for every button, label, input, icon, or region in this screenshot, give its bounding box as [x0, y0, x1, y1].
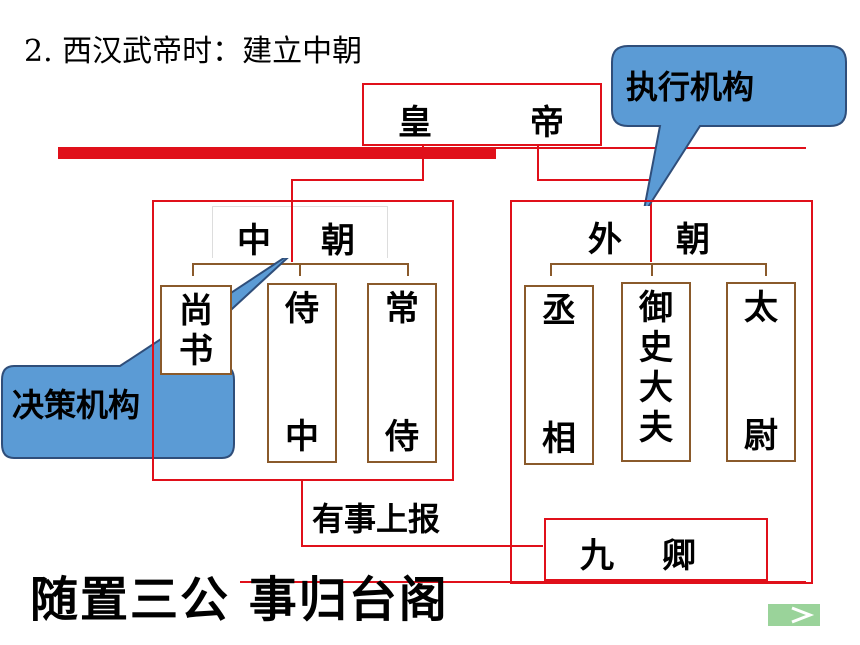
official-yushidafu-char-2: 史: [639, 328, 673, 368]
official-changshi-char-2: 侍: [385, 417, 419, 457]
top-red-bar: [58, 147, 496, 159]
slogan: 随置三公 事归台阁: [30, 572, 449, 628]
page-title: 2. 西汉武帝时：建立中朝: [24, 34, 363, 69]
official-chengxiang: 丞 相: [524, 285, 594, 465]
official-yushidafu: 御 史 大 夫: [621, 282, 691, 462]
inner-court-frame: [152, 200, 454, 481]
outer-court-label: 外 朝: [570, 206, 746, 260]
official-yushidafu-char-3: 大: [639, 368, 673, 408]
official-yushidafu-char-1: 御: [639, 288, 673, 328]
official-taiwei-char-2: 尉: [744, 416, 778, 456]
outer-court-char-1: 外: [588, 220, 622, 260]
inner-court-char-2: 朝: [321, 221, 355, 261]
official-chengxiang-char-1: 丞: [542, 291, 576, 331]
nine-ministers-char-1: 九: [580, 536, 614, 576]
outer-court-char-2: 朝: [676, 220, 710, 260]
callout-exec-shape: [611, 45, 847, 216]
official-shizhong: 侍 中: [267, 283, 337, 463]
nine-ministers-char-2: 卿: [662, 536, 696, 576]
callout-decision-text: 决策机构: [12, 386, 141, 424]
callout-exec-text: 执行机构: [626, 68, 755, 106]
bracket-outer: [550, 263, 767, 276]
official-shizhong-char-2: 中: [285, 417, 319, 457]
emperor-char-1: 皇: [398, 103, 432, 143]
official-shangshu: 尚 书: [160, 285, 232, 375]
official-taiwei-char-1: 太: [744, 288, 778, 328]
nine-ministers-box: 九 卿: [544, 518, 768, 581]
emperor-box: 皇 帝: [362, 83, 602, 146]
official-shizhong-char-1: 侍: [285, 289, 319, 329]
emperor-char-2: 帝: [530, 103, 564, 143]
official-changshi: 常 侍: [367, 283, 437, 463]
next-arrow-icon: [768, 604, 820, 626]
outer-court-frame: [510, 200, 813, 584]
official-shangshu-char-1: 尚: [179, 291, 213, 331]
official-taiwei: 太 尉: [726, 282, 796, 462]
official-shangshu-char-2: 书: [179, 331, 213, 371]
inner-court-char-1: 中: [237, 221, 271, 261]
official-changshi-char-1: 常: [385, 289, 419, 329]
inner-court-label: 中 朝: [212, 206, 388, 261]
official-chengxiang-char-2: 相: [542, 419, 576, 459]
official-yushidafu-char-4: 夫: [639, 408, 673, 448]
report-label: 有事上报: [312, 500, 441, 538]
line-report: [301, 480, 543, 547]
